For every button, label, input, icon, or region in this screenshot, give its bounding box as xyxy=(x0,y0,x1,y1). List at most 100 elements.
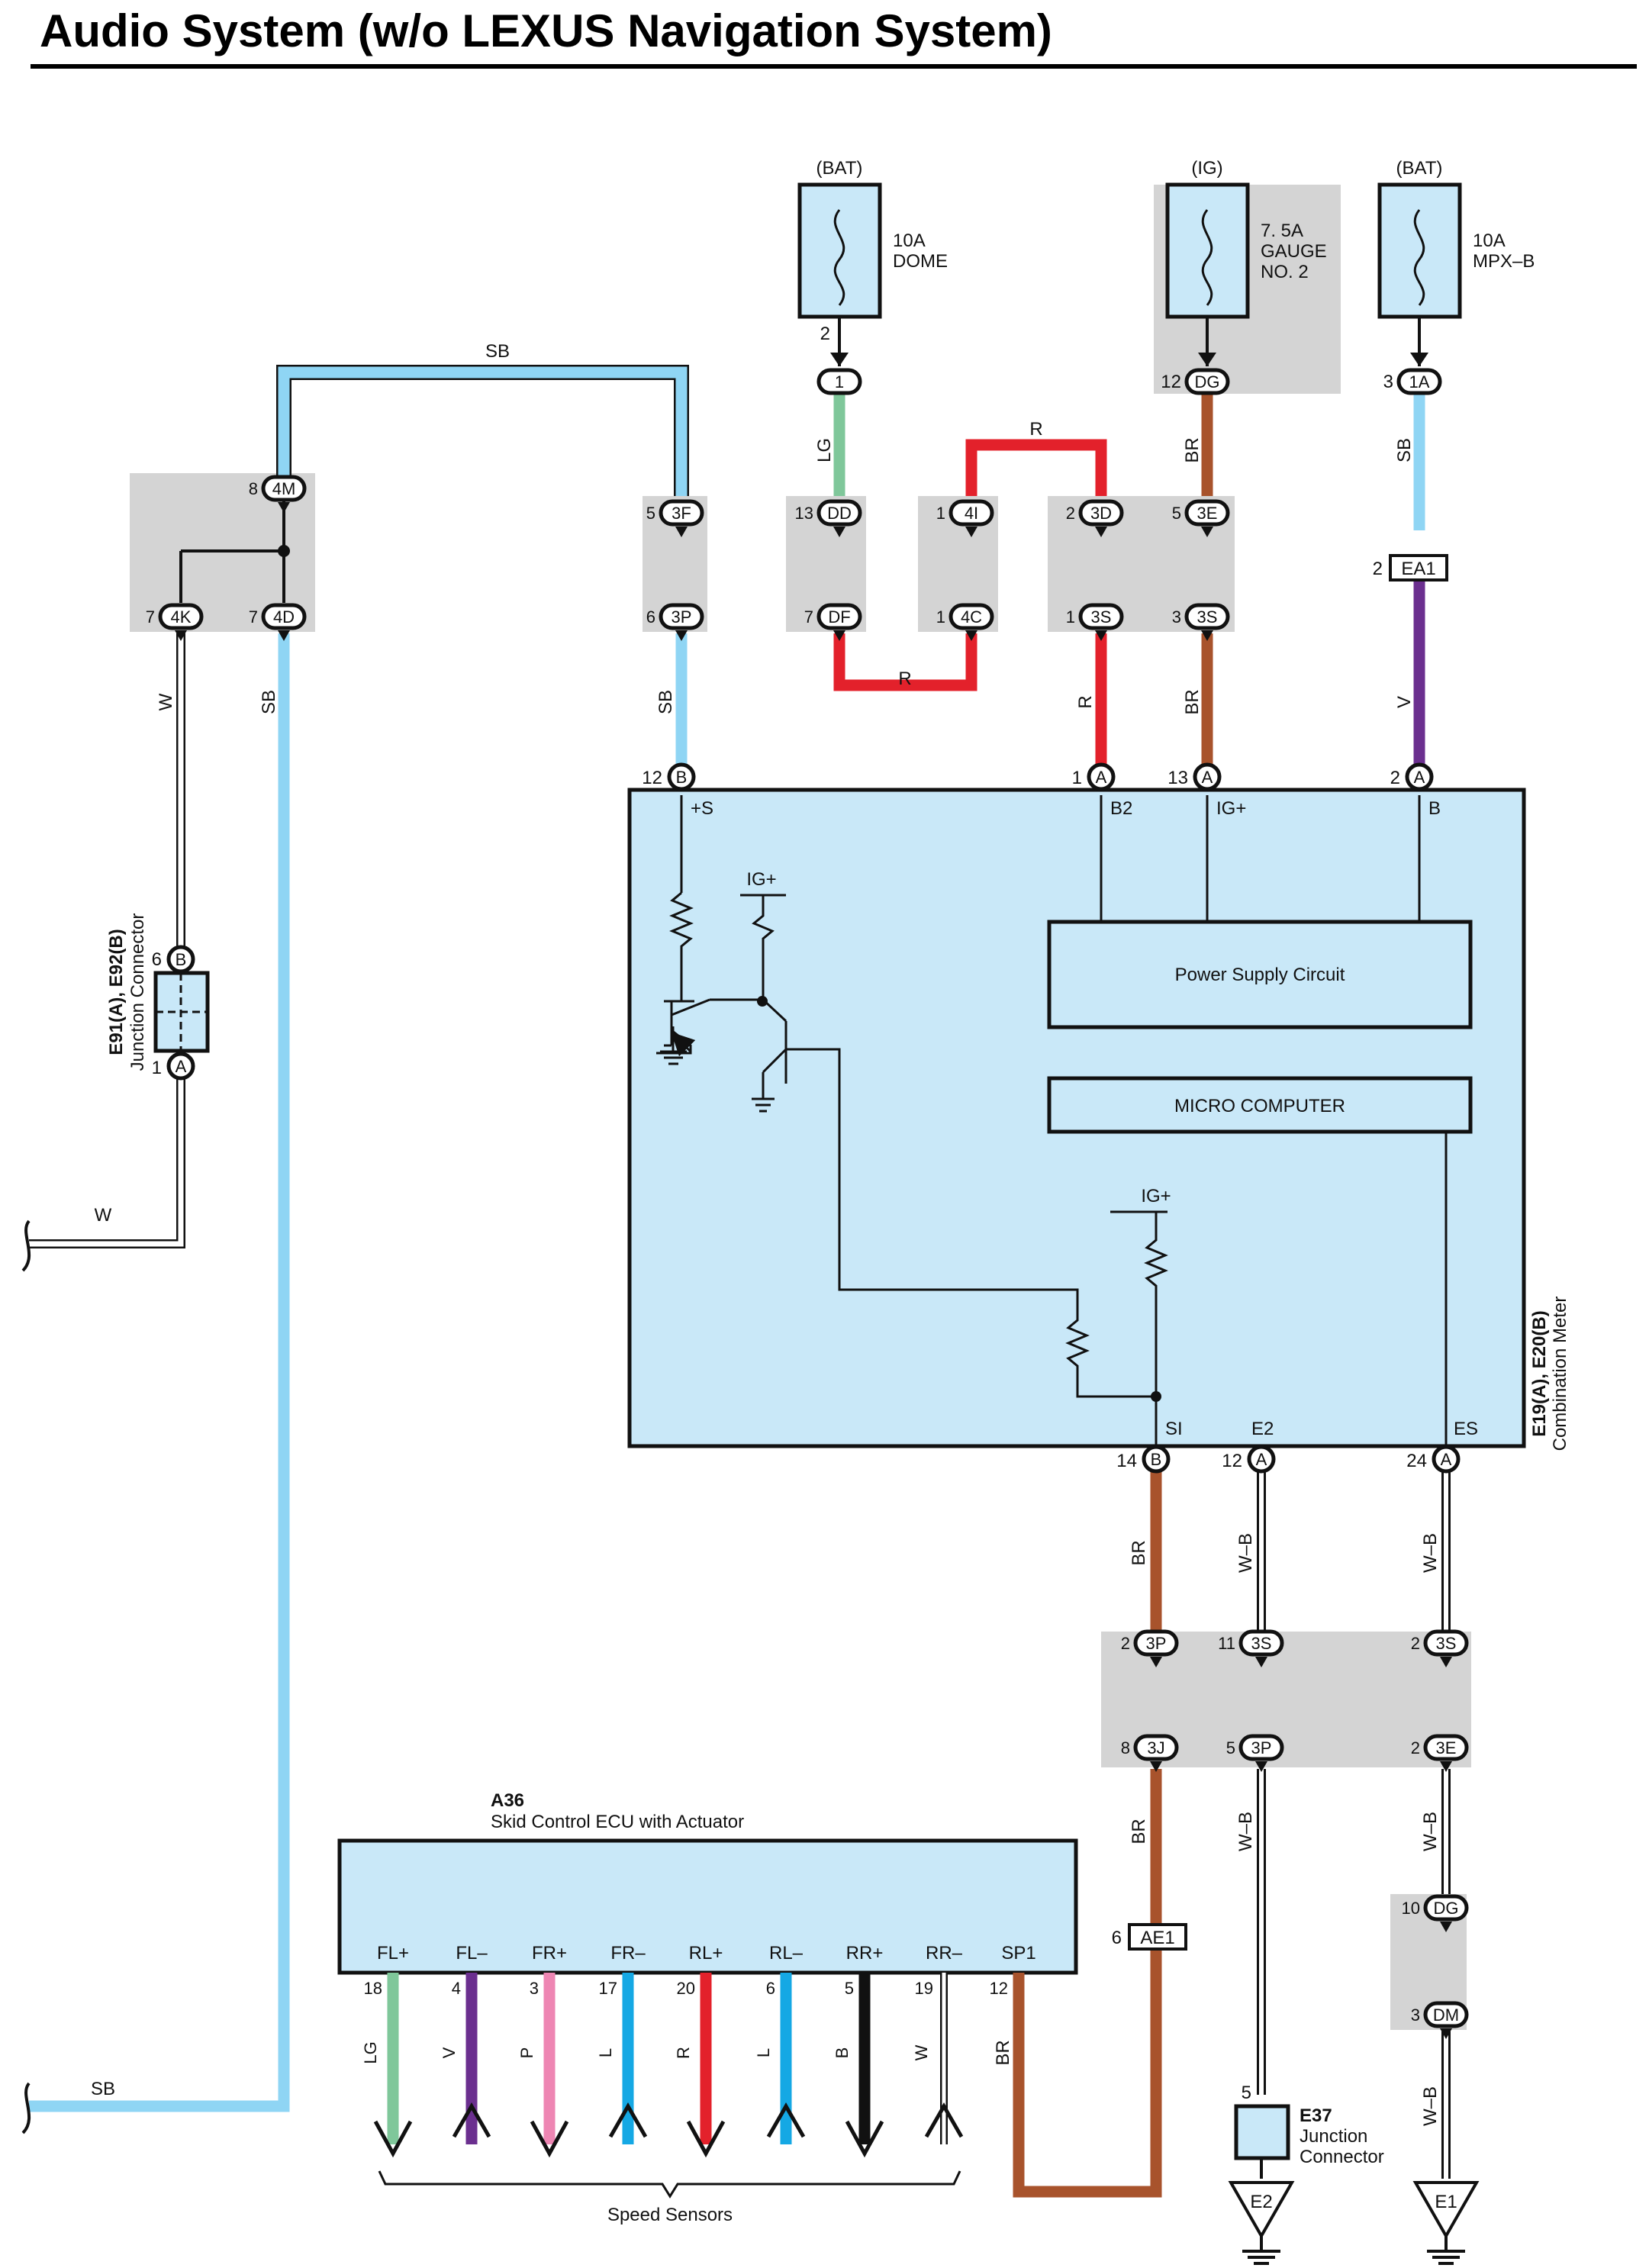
connector-3p-4: 3P 6 xyxy=(646,603,704,641)
e37-junction-box xyxy=(1234,2104,1290,2160)
meter-pin-1: 1 xyxy=(1072,768,1082,788)
meter-terminal-si: SI xyxy=(1165,1419,1183,1439)
svg-text:DD: DD xyxy=(827,504,852,523)
svg-text:A: A xyxy=(1096,768,1107,787)
svg-text:1: 1 xyxy=(936,607,945,627)
svg-text:3S: 3S xyxy=(1436,1634,1457,1653)
svg-text:DG: DG xyxy=(1434,1899,1459,1918)
jc-pin-top-circle: B xyxy=(166,945,195,974)
label-sb-mpx: SB xyxy=(1394,438,1415,462)
ecu-wire-0: LG xyxy=(361,2041,380,2063)
meter-terminal-b: B xyxy=(1428,798,1441,819)
connector-3j-17: 3J8 xyxy=(1121,1734,1179,1772)
svg-text:2: 2 xyxy=(1411,1738,1420,1757)
ecu-terminal-0: FL+ xyxy=(377,1943,409,1964)
jc-e91-title: E91(A), E92(B) xyxy=(106,929,127,1055)
svg-text:A: A xyxy=(1256,1450,1267,1469)
svg-text:3P: 3P xyxy=(672,607,692,627)
fuse-gauge-pin: 12 xyxy=(1161,372,1181,392)
ea1-tag xyxy=(1389,554,1448,581)
svg-text:DF: DF xyxy=(828,607,850,627)
svg-text:3: 3 xyxy=(1172,607,1181,627)
ecu-terminal-5: RL– xyxy=(769,1943,804,1964)
grounds xyxy=(1228,2181,1480,2265)
connector-4c-8: 4C1 xyxy=(936,603,994,641)
ecu-pin-labels: FL+18LGFL–4VFR+3PFR–17LRL+20RRL–6LRR+5BR… xyxy=(361,1943,1036,2064)
wire-w-outline xyxy=(29,633,185,1248)
ecu-pin-3: 17 xyxy=(599,1979,617,1998)
connector-3s-12: 3S 3 xyxy=(1172,603,1230,641)
svg-text:7: 7 xyxy=(146,607,155,627)
fuse-mpx xyxy=(1377,182,1462,319)
meter-node-2 xyxy=(1151,1391,1161,1402)
svg-text:3S: 3S xyxy=(1197,607,1218,627)
connector-3s-16: 3S2 xyxy=(1411,1629,1469,1667)
jc-pin-top: 6 xyxy=(152,949,162,970)
meter-ig-label-2: IG+ xyxy=(1141,1186,1171,1206)
ecu-id: A36 xyxy=(491,1790,524,1811)
ground-e1 xyxy=(1412,2181,1480,2240)
connector-df-6: DF 7 xyxy=(804,603,862,641)
wire-break-marks xyxy=(21,1219,31,2134)
connector-3e-11: 3E5 xyxy=(1172,499,1230,537)
svg-text:B: B xyxy=(176,950,187,969)
ecu-pin-0: 18 xyxy=(364,1979,382,1998)
ecu-wire-1: V xyxy=(440,2047,459,2058)
e37-pin: 5 xyxy=(1242,2083,1251,2103)
label-sb-bottom: SB xyxy=(91,2079,115,2099)
micro-computer-label: MICRO COMPUTER xyxy=(1174,1096,1345,1116)
connector-4m-0: 4M8 xyxy=(249,475,307,513)
labels: (BAT) 10A DOME (IG) 7. 5A GAUGE NO. 2 (B… xyxy=(91,158,1570,2225)
meter-title: E19(A), E20(B) xyxy=(1529,1310,1550,1436)
svg-text:DM: DM xyxy=(1433,2005,1459,2025)
svg-text:1: 1 xyxy=(936,504,945,523)
svg-text:3F: 3F xyxy=(672,504,691,523)
ae1-tag xyxy=(1128,1923,1187,1951)
connector-3e-19: 3E2 xyxy=(1411,1734,1469,1772)
svg-text:3D: 3D xyxy=(1090,504,1112,523)
ecu-pin-8: 12 xyxy=(990,1979,1008,1998)
wire-br-sp1 xyxy=(1013,1950,1162,2198)
meter-terminal-ig: IG+ xyxy=(1216,798,1246,819)
svg-text:DG: DG xyxy=(1195,372,1220,391)
svg-text:6: 6 xyxy=(646,607,655,627)
meter-pin-13: 13 xyxy=(1168,768,1188,788)
svg-text:5: 5 xyxy=(646,504,655,523)
fuse-gauge-rating: 7. 5A xyxy=(1261,221,1303,241)
wire-sb-left xyxy=(29,633,290,2112)
ecu-wire-7: W xyxy=(912,2044,931,2060)
svg-text:3: 3 xyxy=(1411,2005,1420,2025)
jc-pin-bottom: 1 xyxy=(152,1058,162,1078)
sensor-arrows xyxy=(373,2102,964,2158)
connector-fuse-mpx: 1A xyxy=(1396,353,1442,395)
ecu-name: Skid Control ECU with Actuator xyxy=(491,1812,744,1832)
label-r-b2: R xyxy=(1075,695,1096,708)
label-wb-es: W–B xyxy=(1420,1533,1441,1573)
svg-text:11: 11 xyxy=(1218,1634,1235,1653)
meter-internal-circuit xyxy=(656,795,1448,1446)
svg-text:7: 7 xyxy=(249,607,258,627)
svg-text:3J: 3J xyxy=(1147,1738,1164,1757)
svg-text:7: 7 xyxy=(804,607,813,627)
micro-computer-box xyxy=(1047,1076,1473,1134)
ground-e1-label: E1 xyxy=(1435,2192,1457,2212)
meter-pin-2: 2 xyxy=(1390,768,1400,788)
fuse-mpx-source: (BAT) xyxy=(1396,158,1443,179)
ea1-pin: 2 xyxy=(1373,559,1383,579)
fuse-dome-name: DOME xyxy=(893,251,948,272)
fuse-dome-pin: 2 xyxy=(820,324,830,344)
connector-3p-18: 3P5 xyxy=(1226,1734,1284,1772)
ecu-terminal-4: RL+ xyxy=(689,1943,723,1964)
svg-text:A: A xyxy=(1202,768,1213,787)
svg-text:B: B xyxy=(676,768,688,787)
ecu-pin-5: 6 xyxy=(766,1979,775,1998)
label-br-ig: BR xyxy=(1182,689,1203,714)
meter-pin-12b: 12 xyxy=(1222,1451,1242,1471)
ecu-pin-1: 4 xyxy=(452,1979,461,1998)
ecu-wire-2: P xyxy=(517,2047,536,2059)
label-wb-dm: W–B xyxy=(1420,2086,1441,2126)
4m-split xyxy=(179,496,285,603)
